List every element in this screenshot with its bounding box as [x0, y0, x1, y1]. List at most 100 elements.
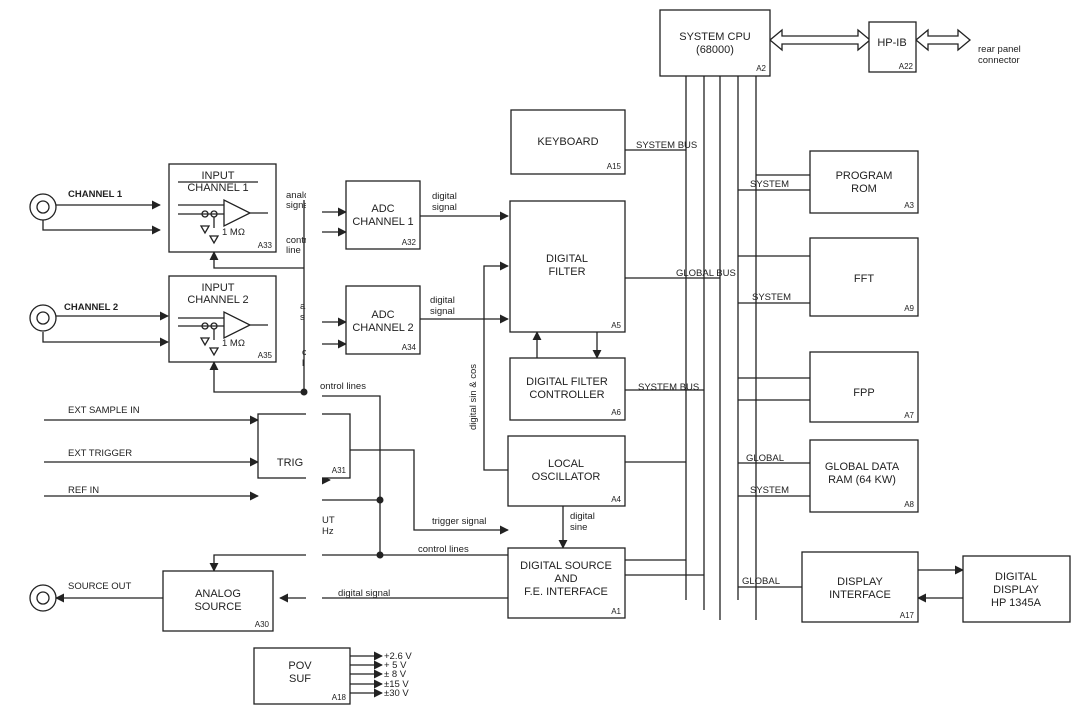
prom-subtitle: ROM: [851, 183, 877, 195]
hpib-id: A22: [899, 62, 914, 71]
channel2-label: CHANNEL 2: [64, 302, 118, 313]
out-fragment-1: UT: [322, 515, 335, 526]
system-label-prom: SYSTEM: [750, 179, 789, 190]
dfc-subtitle: CONTROLLER: [529, 389, 604, 401]
fpp-title: FPP: [853, 387, 874, 399]
keyboard-title: KEYBOARD: [537, 136, 598, 148]
dsrc-subtitle: AND: [554, 573, 577, 585]
control-lines-bottom: control lines: [418, 544, 469, 555]
in1-title: INPUT: [202, 170, 235, 182]
system-bus-label-dfc: SYSTEM BUS: [638, 382, 699, 393]
digital-sine-b: sine: [570, 522, 587, 533]
display-interface-block: DISPLAY INTERFACE A17: [801, 551, 919, 623]
dfilter-id: A5: [611, 321, 621, 330]
digital-display-block: DIGITAL DISPLAY HP 1345A: [962, 555, 1071, 623]
display-model: HP 1345A: [991, 597, 1042, 609]
analog-signal-1a: analo: [286, 190, 309, 201]
asrc-id: A30: [255, 620, 270, 629]
rear-panel-label-1: rear panel: [978, 44, 1021, 55]
trig-id: A31: [332, 466, 347, 475]
dsrc-subtitle-2: F.E. INTERFACE: [524, 586, 608, 598]
digital-source-block: DIGITAL SOURCE AND F.E. INTERFACE A1: [507, 547, 626, 619]
keyboard-block: KEYBOARD A15: [510, 109, 626, 175]
dsrc-id: A1: [611, 607, 621, 616]
in2-title: INPUT: [202, 282, 235, 294]
hpib-block: HP-IB A22: [868, 21, 917, 73]
control-2b: l: [302, 358, 304, 369]
source-out-label: SOURCE OUT: [68, 581, 132, 592]
display-subtitle: DISPLAY: [993, 584, 1039, 596]
rear-panel-label-2: connector: [978, 55, 1020, 66]
analog-source-block: ANALOG SOURCE A30: [162, 570, 274, 632]
cpu-subtitle: (68000): [696, 44, 734, 56]
gram-id: A8: [904, 500, 914, 509]
trigger-signal-label: trigger signal: [432, 516, 486, 527]
system-label-fft: SYSTEM: [752, 292, 791, 303]
digital-signal-2b: signal: [430, 306, 455, 317]
input-channel1-block: INPUT CHANNEL 1 1 MΩ A33: [168, 163, 277, 253]
ground-icon: [208, 347, 220, 357]
adc2-id: A34: [402, 343, 417, 352]
dfc-title: DIGITAL FILTER: [526, 376, 608, 388]
in1-id: A33: [258, 241, 273, 250]
lo-id: A4: [611, 495, 621, 504]
digital-filter-controller-block: DIGITAL FILTER CONTROLLER A6: [509, 357, 626, 421]
out-fragment-2: Hz: [322, 526, 334, 537]
power-title: POV: [288, 660, 312, 672]
ref-in-label: REF IN: [68, 485, 99, 496]
system-label-gram: SYSTEM: [750, 485, 789, 496]
power-subtitle: SUF: [289, 673, 311, 685]
voltage-5: ±30 V: [384, 688, 409, 699]
voltage-3: ± 8 V: [384, 669, 407, 680]
cpu-title: SYSTEM CPU: [679, 31, 751, 43]
system-cpu-block: SYSTEM CPU (68000) A2: [659, 9, 771, 77]
trigger-block: TRIG A31: [257, 410, 351, 482]
display-title: DIGITAL: [995, 571, 1037, 583]
amplifier-icon: [223, 310, 252, 340]
dfilter-title: DIGITAL: [546, 253, 588, 265]
analog-signal-1b: signal: [286, 200, 311, 211]
adc1-title: ADC: [371, 203, 394, 215]
channel1-label: CHANNEL 1: [68, 189, 123, 200]
digital-filter-block: DIGITAL FILTER A5: [509, 200, 626, 333]
dispif-id: A17: [900, 611, 915, 620]
cpu-id: A2: [756, 64, 766, 73]
channel1-connector: [29, 193, 57, 221]
keyboard-id: A15: [607, 162, 622, 171]
digital-signal-source: digital signal: [338, 588, 390, 599]
system-bus-label-kb: SYSTEM BUS: [636, 140, 697, 151]
ext-sample-in-label: EXT SAMPLE IN: [68, 405, 140, 416]
dfc-id: A6: [611, 408, 621, 417]
global-label-gram: GLOBAL: [746, 453, 784, 464]
voltage-4: ±15 V: [384, 679, 409, 690]
digital-signal-1a: digital: [432, 191, 457, 202]
analog-signal-2b: s: [300, 312, 305, 323]
global-bus-label: GLOBAL BUS: [676, 268, 736, 279]
lo-subtitle: OSCILLATOR: [532, 471, 601, 483]
lo-title: LOCAL: [548, 458, 584, 470]
in1-subtitle: CHANNEL 1: [187, 182, 248, 194]
dispif-title: DISPLAY: [837, 576, 883, 588]
local-oscillator-block: LOCAL OSCILLATOR A4: [507, 435, 626, 507]
digital-signal-1b: signal: [432, 202, 457, 213]
prom-title: PROGRAM: [836, 170, 893, 182]
adc-channel2-block: ADC CHANNEL 2 A34: [345, 285, 421, 355]
dsrc-title: DIGITAL SOURCE: [520, 560, 612, 572]
global-label-disp: GLOBAL: [742, 576, 780, 587]
in2-impedance: 1 MΩ: [222, 338, 245, 349]
program-rom-block: PROGRAM ROM A3: [809, 150, 919, 214]
input-channel2-block: INPUT CHANNEL 2 1 MΩ A35: [168, 275, 277, 363]
dispif-subtitle: INTERFACE: [829, 589, 891, 601]
trig-title: TRIG: [277, 457, 303, 469]
asrc-subtitle: SOURCE: [194, 601, 241, 613]
asrc-title: ANALOG: [195, 588, 241, 600]
ground-icon: [199, 225, 211, 235]
in2-id: A35: [258, 351, 273, 360]
ground-icon: [208, 235, 220, 245]
digital-sine-a: digital: [570, 511, 595, 522]
digital-signal-2a: digital: [430, 295, 455, 306]
control-1b: line: [286, 245, 301, 256]
control-1a: contr: [286, 235, 307, 246]
power-supply-block: POV SUF A18: [253, 647, 351, 705]
